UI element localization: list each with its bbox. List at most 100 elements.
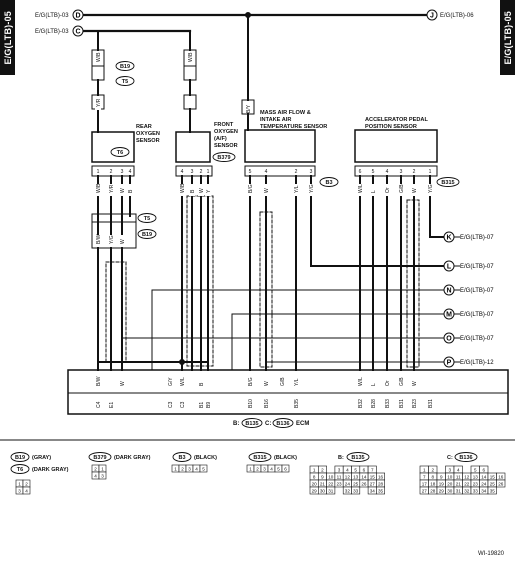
legend-b379-color: (DARK GRAY) [114, 455, 151, 461]
top-conn-label-c: E/G(LTB)-03 [35, 29, 69, 35]
right-conn-label: E/G(LTB)-07 [460, 235, 494, 241]
conn-letter-j: J [430, 13, 434, 20]
t5-top-oval: T5 [122, 79, 128, 85]
ecm-pin-label: B28 [371, 399, 377, 408]
wire-label-apps-mid: G/B [399, 184, 405, 193]
ecm-title: ECM [296, 421, 309, 427]
legend-b135-pin: 26 [361, 481, 367, 486]
wire-label-apps-mid: Y/G [428, 184, 434, 193]
wire-label-ecm: W [264, 381, 270, 386]
wire-label-front-mid: Y [206, 189, 212, 193]
ecm-pin-label: B1 [199, 402, 205, 408]
legend-b136-pin: 29 [439, 488, 445, 493]
wire-label-apps-mid: W [412, 188, 418, 193]
ecm-pin-label: B32 [358, 399, 364, 408]
b3-oval: B3 [325, 180, 332, 186]
wire-label-apps-mid: Or [385, 187, 391, 193]
wire-label-rear-mid: Y/R [109, 184, 115, 193]
conn-letter-c: C [75, 29, 80, 36]
wire-label-rear-low: W [120, 239, 126, 244]
legend-b136-pin: 13 [473, 474, 479, 479]
wire-label-ecm: G/B [399, 377, 405, 386]
legend-b136-pin: 12 [464, 474, 470, 479]
legend-b136-pin: 7 [423, 474, 426, 479]
legend-b136-pin: 23 [473, 481, 479, 486]
right-conn-label: E/G(LTB)-07 [460, 264, 494, 270]
legend-b136-pin: 20 [447, 481, 453, 486]
rear-o2-title-1: REAR [136, 124, 152, 130]
ecm-pin-label: B10 [248, 399, 254, 408]
maf-pin: 5 [249, 169, 252, 175]
t5-mid-oval: T5 [144, 216, 150, 222]
legend-b135-prefix: B: [338, 455, 344, 461]
legend-b135-pin: 7 [371, 467, 374, 472]
legend-b136-pin: 4 [457, 467, 460, 472]
wire-label-rear-mid: W [120, 188, 126, 193]
apps-pin: 2 [413, 169, 416, 175]
legend-b135-pin: 33 [353, 488, 359, 493]
legend-b135-pin: 32 [345, 488, 351, 493]
front-o2-title-4: SENSOR [214, 143, 238, 149]
b315-oval: B315 [441, 180, 454, 186]
rear-o2-pin: 1 [97, 169, 100, 175]
b19-top-oval: B19 [120, 64, 130, 70]
legend-b135-pin: 12 [345, 474, 351, 479]
right-conn-letter: M [446, 312, 452, 319]
legend-b315-pin: 3 [263, 466, 266, 471]
legend-b136-prefix: C: [447, 455, 453, 461]
legend-b315-pin: 2 [256, 466, 259, 471]
ecm-pin-label: B31 [399, 399, 405, 408]
wire-label-front-top: W/B [188, 52, 194, 62]
right-conn-letter: L [447, 264, 452, 271]
wire-label-ecm: G/Y [168, 377, 174, 386]
legend-t6-color: (DARK GRAY) [32, 467, 69, 473]
legend-b315-pin: 5 [277, 466, 280, 471]
t6-oval: T6 [117, 150, 123, 156]
legend-b135-pin: 6 [363, 467, 366, 472]
legend-b135-pin: 9 [321, 474, 324, 479]
ecm-pin-label: C4 [96, 401, 102, 408]
apps-pin: 5 [372, 169, 375, 175]
ecm-conn-b: B135 [245, 421, 258, 427]
legend-b136-pin: 1 [423, 467, 426, 472]
legend-b136-pin: 30 [447, 488, 453, 493]
legend-b136-pin: 25 [490, 481, 496, 486]
side-tab-left: E/G(LTB)-05 [0, 0, 15, 75]
ecm-conn-c: B136 [276, 421, 289, 427]
legend-b136-pin: 16 [498, 474, 504, 479]
legend-b315-pin: 1 [249, 466, 252, 471]
legend-b135-pin: 28 [378, 481, 384, 486]
legend-b135-pin: 27 [370, 481, 376, 486]
wire-label-maf-mid: Y/L [294, 185, 300, 193]
legend-b136-pin: 14 [481, 474, 487, 479]
wire-label-rear-mid: W/B [96, 183, 102, 193]
wire-label-ecm: W/L [358, 377, 364, 386]
maf-sensor [244, 129, 316, 163]
legend-b379-pin: 2 [94, 466, 97, 471]
maf-pin: 4 [265, 169, 268, 175]
legend-b136-pin: 11 [456, 474, 461, 479]
apps-pin: 4 [386, 169, 389, 175]
top-conn-label-j: E/G(LTB)-06 [440, 13, 474, 19]
apps-pin: 1 [429, 169, 432, 175]
legend-t6-pin: 2 [25, 481, 28, 486]
legend-b135-pin: 35 [378, 488, 384, 493]
legend-b135-pin: 2 [321, 467, 324, 472]
top-conn-label-d: E/G(LTB)-03 [35, 13, 69, 19]
legend-b135-pin: 5 [354, 467, 357, 472]
maf-title-2: INTAKE AIR [260, 117, 291, 123]
legend-b136-pin: 33 [473, 488, 479, 493]
legend-b136-pin: 28 [430, 488, 436, 493]
ecm-pin-label: B31 [428, 399, 434, 408]
wire-label-apps-mid: W/L [358, 184, 364, 193]
legend-b135-pin: 24 [345, 481, 351, 486]
maf-pin: 2 [295, 169, 298, 175]
apps-title-2: POSITION SENSOR [365, 124, 417, 130]
legend-b135-pin: 8 [313, 474, 316, 479]
wire-label-ecm: B [199, 382, 205, 386]
legend-b379-pin: 1 [101, 466, 104, 471]
